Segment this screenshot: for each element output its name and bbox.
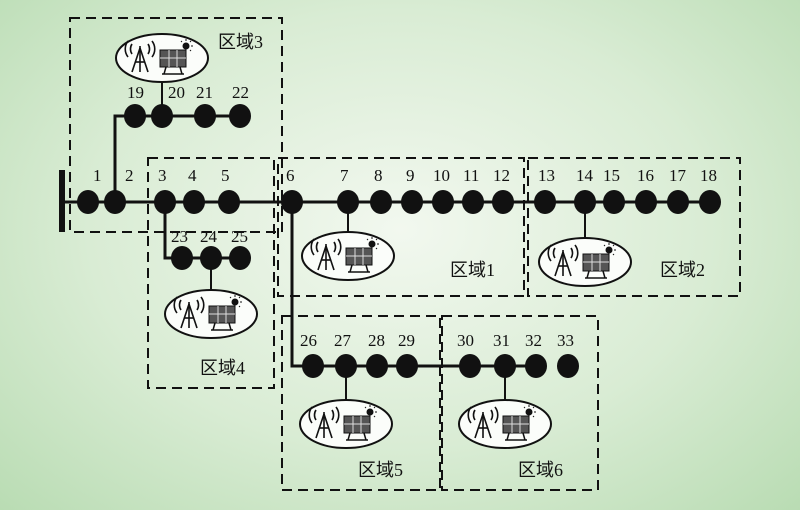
region-label-2: 区域2 [660, 260, 705, 280]
region-label-1: 区域1 [450, 260, 495, 280]
node-label-22: 22 [232, 83, 249, 102]
node-9 [401, 190, 423, 214]
node-label-2: 2 [125, 166, 134, 185]
node-22 [229, 104, 251, 128]
node-label-17: 17 [669, 166, 687, 185]
node-label-21: 21 [196, 83, 213, 102]
node-6 [281, 190, 303, 214]
branch-line-26-33 [290, 202, 540, 368]
node-label-20: 20 [168, 83, 185, 102]
node-label-32: 32 [525, 331, 542, 350]
node-20 [151, 104, 173, 128]
node-label-27: 27 [334, 331, 352, 350]
node-5 [218, 190, 240, 214]
node-label-23: 23 [171, 227, 188, 246]
node-19 [124, 104, 146, 128]
region-box-2 [527, 157, 741, 297]
node-label-9: 9 [406, 166, 415, 185]
node-26 [302, 354, 324, 378]
region-box-6 [441, 315, 599, 491]
node-17 [667, 190, 689, 214]
node-30 [459, 354, 481, 378]
node-label-4: 4 [188, 166, 197, 185]
node-8 [370, 190, 392, 214]
node-15 [603, 190, 625, 214]
node-label-12: 12 [493, 166, 510, 185]
node-label-7: 7 [340, 166, 349, 185]
region-label-4: 区域4 [200, 358, 245, 378]
node-label-14: 14 [576, 166, 594, 185]
region-label-3: 区域3 [218, 32, 263, 52]
node-label-3: 3 [158, 166, 167, 185]
node-label-25: 25 [231, 227, 248, 246]
node-label-19: 19 [127, 83, 144, 102]
node-label-28: 28 [368, 331, 385, 350]
region-label-6: 区域6 [518, 460, 563, 480]
node-28 [366, 354, 388, 378]
node-label-15: 15 [603, 166, 620, 185]
generator-icon-group-4 [164, 289, 258, 339]
generator-icon-group-3 [115, 33, 209, 83]
node-label-16: 16 [637, 166, 654, 185]
node-label-11: 11 [463, 166, 479, 185]
node-label-10: 10 [433, 166, 450, 185]
generator-icon-group-5 [299, 399, 393, 449]
node-25 [229, 246, 251, 270]
node-16 [635, 190, 657, 214]
node-18 [699, 190, 721, 214]
node-7 [337, 190, 359, 214]
node-label-6: 6 [286, 166, 295, 185]
node-4 [183, 190, 205, 214]
node-29 [396, 354, 418, 378]
node-label-30: 30 [457, 331, 474, 350]
node-21 [194, 104, 216, 128]
node-33 [557, 354, 579, 378]
region-label-5: 区域5 [358, 460, 403, 480]
region-box-3 [69, 17, 283, 233]
node-2 [104, 190, 126, 214]
node-14 [574, 190, 596, 214]
node-label-33: 33 [557, 331, 574, 350]
node-31 [494, 354, 516, 378]
node-label-24: 24 [200, 227, 218, 246]
node-13 [534, 190, 556, 214]
node-10 [432, 190, 454, 214]
region-box-4 [147, 157, 275, 389]
node-27 [335, 354, 357, 378]
node-label-8: 8 [374, 166, 383, 185]
node-1 [77, 190, 99, 214]
node-12 [492, 190, 514, 214]
node-23 [171, 246, 193, 270]
node-label-1: 1 [93, 166, 102, 185]
node-11 [462, 190, 484, 214]
node-label-13: 13 [538, 166, 555, 185]
node-24 [200, 246, 222, 270]
node-3 [154, 190, 176, 214]
generator-icon-group-6 [458, 399, 552, 449]
generator-icon-group-2 [538, 237, 632, 287]
node-label-5: 5 [221, 166, 230, 185]
node-label-29: 29 [398, 331, 415, 350]
node-label-31: 31 [493, 331, 510, 350]
node-label-18: 18 [700, 166, 717, 185]
node-32 [525, 354, 547, 378]
region-box-5 [281, 315, 441, 491]
node-label-26: 26 [300, 331, 317, 350]
generator-icon-group-1 [301, 231, 395, 281]
